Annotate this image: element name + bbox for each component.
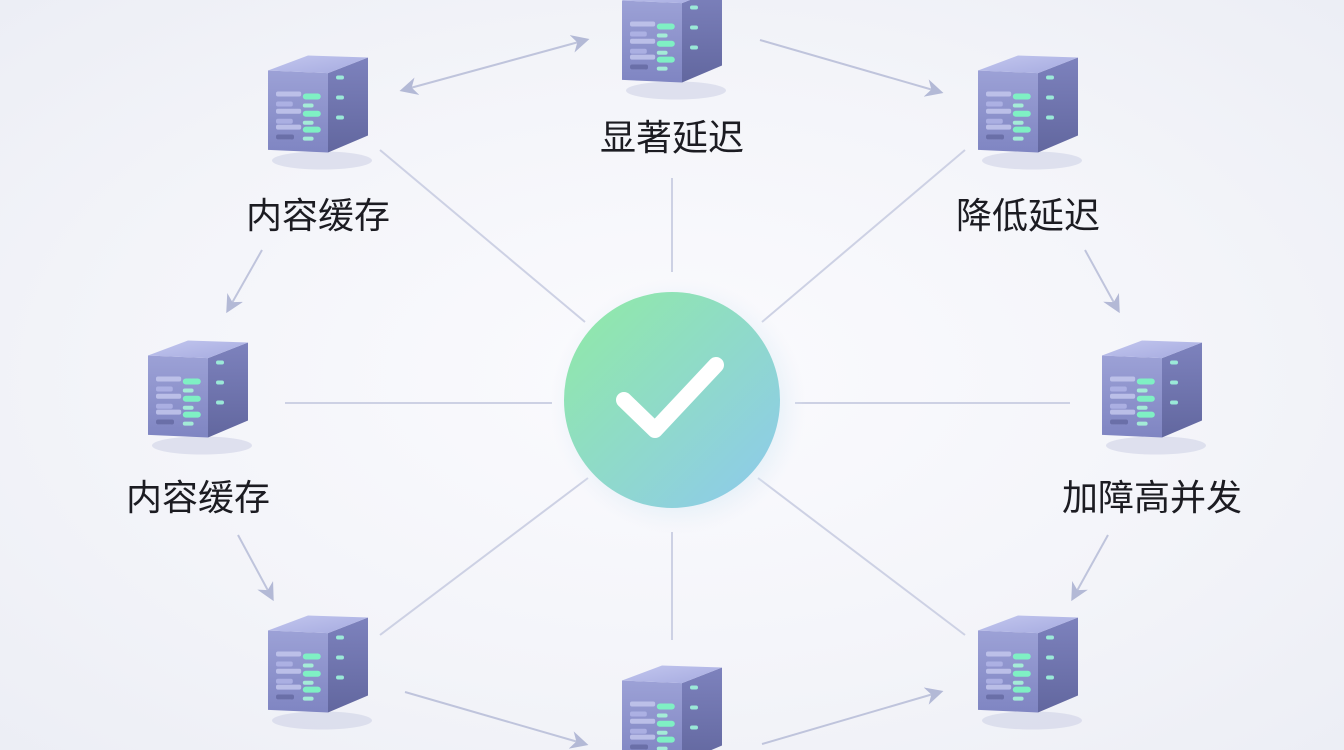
arrow-middle-left-lower-left	[237, 534, 274, 602]
arrow-upper-right-middle-right	[1084, 249, 1120, 314]
node-labels: 显著延迟 内容缓存 降低延迟 内容缓存 加障高并发	[126, 118, 1242, 519]
connector-upper-right	[761, 149, 966, 323]
server-icon-bottom	[622, 665, 722, 750]
label-upper-left: 内容缓存	[246, 196, 390, 237]
server-icon-middle-right	[1102, 340, 1206, 455]
arrow-upper-left-top	[399, 35, 590, 95]
server-icon-middle-left	[148, 340, 252, 455]
arrow-middle-right-lower-right	[1071, 534, 1109, 602]
server-nodes	[148, 0, 1206, 750]
arrow-lower-right-bottom	[761, 687, 944, 745]
server-icon-lower-left	[268, 615, 372, 730]
label-upper-right: 降低延迟	[956, 196, 1100, 237]
label-middle-left: 内容缓存	[126, 478, 270, 519]
server-icon-lower-right	[978, 615, 1082, 730]
connector-lower-left	[379, 477, 589, 636]
label-top: 显著延迟	[600, 118, 744, 159]
connector-upper-left	[379, 149, 586, 323]
checkmark-icon	[616, 357, 724, 438]
server-icon-upper-right	[978, 55, 1082, 170]
server-icon-upper-left	[268, 55, 372, 170]
server-icon-top	[622, 0, 726, 100]
arrow-top-upper-right	[759, 39, 944, 97]
hub	[550, 278, 806, 534]
connector-lower-right	[757, 477, 966, 636]
label-middle-right: 加障高并发	[1062, 478, 1242, 519]
hub-connectors	[285, 149, 1070, 640]
arrow-lower-left-bottom	[404, 691, 589, 749]
hub-circle	[564, 292, 780, 508]
ring-arrows	[226, 35, 1120, 749]
arrow-upper-left-middle-left	[226, 249, 263, 314]
